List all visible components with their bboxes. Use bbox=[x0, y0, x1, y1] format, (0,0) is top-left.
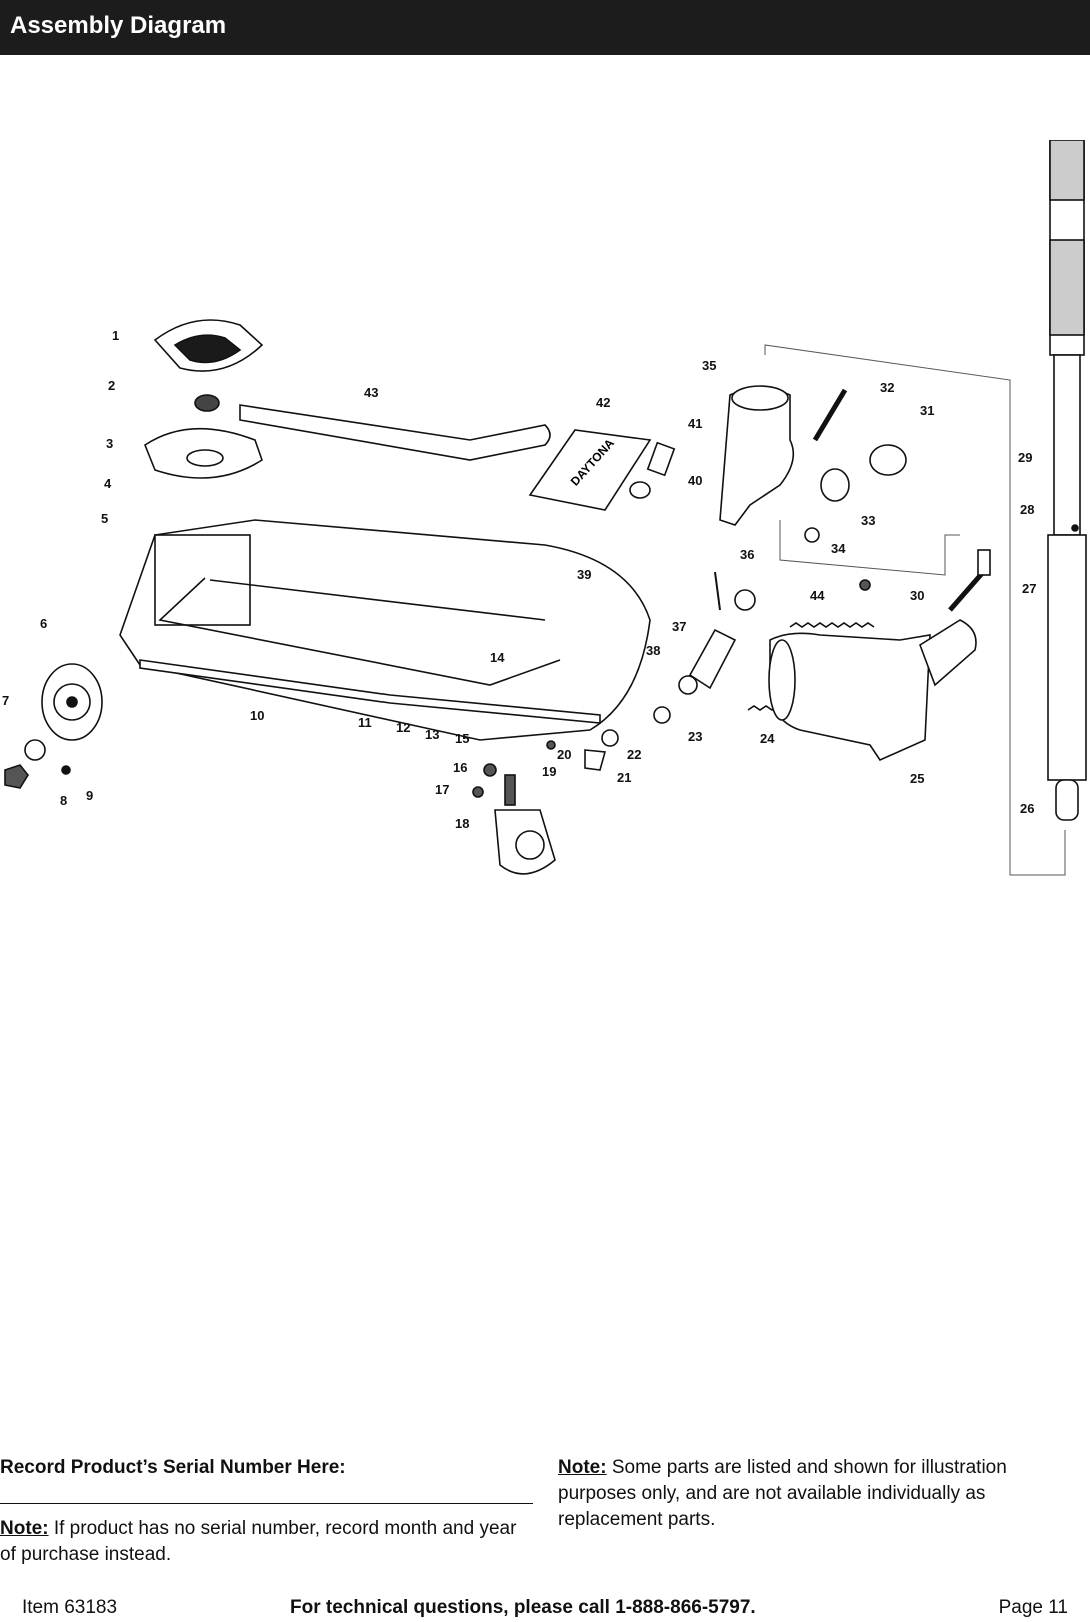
part-label-42: 42 bbox=[596, 395, 610, 410]
parts-note-label: Note: bbox=[558, 1457, 607, 1478]
part-label-21: 21 bbox=[617, 770, 631, 785]
frame-body bbox=[119, 519, 651, 741]
part-label-41: 41 bbox=[688, 416, 702, 431]
part-label-11: 11 bbox=[358, 715, 372, 730]
serial-note-text: If product has no serial number, record … bbox=[0, 1518, 517, 1565]
notes-section: Record Product’s Serial Number Here: Not… bbox=[0, 1455, 1090, 1575]
part-label-8: 8 bbox=[60, 793, 67, 808]
part-label-36: 36 bbox=[740, 547, 754, 562]
part-label-30: 30 bbox=[910, 588, 924, 603]
page-title: Assembly Diagram bbox=[10, 12, 227, 39]
part-label-38: 38 bbox=[646, 643, 660, 658]
parts-note-text: Some parts are listed and shown for illu… bbox=[558, 1457, 1007, 1530]
part-label-24: 24 bbox=[760, 731, 775, 746]
part-label-35: 35 bbox=[702, 358, 716, 373]
part-label-37: 37 bbox=[672, 619, 686, 634]
part-label-44: 44 bbox=[810, 588, 825, 603]
footer-page-number: Page 11 bbox=[998, 1597, 1068, 1618]
part-label-3: 3 bbox=[106, 436, 113, 451]
saddle-pad-logo bbox=[173, 334, 242, 364]
part-label-23: 23 bbox=[688, 729, 702, 744]
brand-plate bbox=[528, 429, 652, 511]
part-label-27: 27 bbox=[1022, 581, 1036, 596]
part-label-6: 6 bbox=[40, 616, 47, 631]
serial-heading: Record Product’s Serial Number Here: bbox=[0, 1457, 346, 1478]
part-label-9: 9 bbox=[86, 788, 93, 803]
release-knob bbox=[869, 444, 907, 476]
header-bar: Assembly Diagram bbox=[0, 0, 1090, 55]
serial-entry-line bbox=[0, 1503, 533, 1504]
part-label-29: 29 bbox=[1018, 450, 1032, 465]
serial-section: Record Product’s Serial Number Here: Not… bbox=[0, 1455, 533, 1568]
part-label-4: 4 bbox=[104, 476, 112, 491]
part-label-39: 39 bbox=[577, 567, 591, 582]
side-rail bbox=[139, 659, 601, 724]
parts-note: Note: Some parts are listed and shown fo… bbox=[558, 1455, 1018, 1533]
part-label-20: 20 bbox=[557, 747, 571, 762]
lift-arm bbox=[239, 404, 551, 461]
part-label-18: 18 bbox=[455, 816, 469, 831]
part-label-32: 32 bbox=[880, 380, 894, 395]
part-label-16: 16 bbox=[453, 760, 467, 775]
part-label-10: 10 bbox=[250, 708, 264, 723]
footer: Item 63183 For technical questions, plea… bbox=[0, 1597, 1090, 1621]
pump-piston bbox=[688, 628, 737, 690]
serial-note-label: Note: bbox=[0, 1518, 49, 1539]
part-label-7: 7 bbox=[2, 693, 9, 708]
footer-tech-support: For technical questions, please call 1-8… bbox=[290, 1597, 756, 1618]
part-label-28: 28 bbox=[1020, 502, 1034, 517]
part-label-17: 17 bbox=[435, 782, 449, 797]
handle-middle bbox=[1053, 354, 1081, 536]
part-label-14: 14 bbox=[490, 650, 505, 665]
footer-item-number: Item 63183 bbox=[22, 1597, 118, 1618]
part-label-1: 1 bbox=[112, 328, 119, 343]
part-label-2: 2 bbox=[108, 378, 115, 393]
part-label-26: 26 bbox=[1020, 801, 1034, 816]
part-label-19: 19 bbox=[542, 764, 556, 779]
part-label-22: 22 bbox=[627, 747, 641, 762]
handle-lower bbox=[1047, 534, 1087, 781]
part-label-12: 12 bbox=[396, 720, 410, 735]
part-label-15: 15 bbox=[455, 731, 469, 746]
part-label-25: 25 bbox=[910, 771, 924, 786]
caster-stem bbox=[504, 774, 516, 806]
serial-note: Note: If product has no serial number, r… bbox=[0, 1516, 533, 1568]
part-label-31: 31 bbox=[920, 403, 934, 418]
part-label-13: 13 bbox=[425, 727, 439, 742]
spring-top bbox=[789, 622, 875, 628]
part-label-43: 43 bbox=[364, 385, 378, 400]
part-label-40: 40 bbox=[688, 473, 702, 488]
part-label-5: 5 bbox=[101, 511, 108, 526]
part-label-34: 34 bbox=[831, 541, 846, 556]
part-label-33: 33 bbox=[861, 513, 875, 528]
plug bbox=[820, 468, 850, 502]
